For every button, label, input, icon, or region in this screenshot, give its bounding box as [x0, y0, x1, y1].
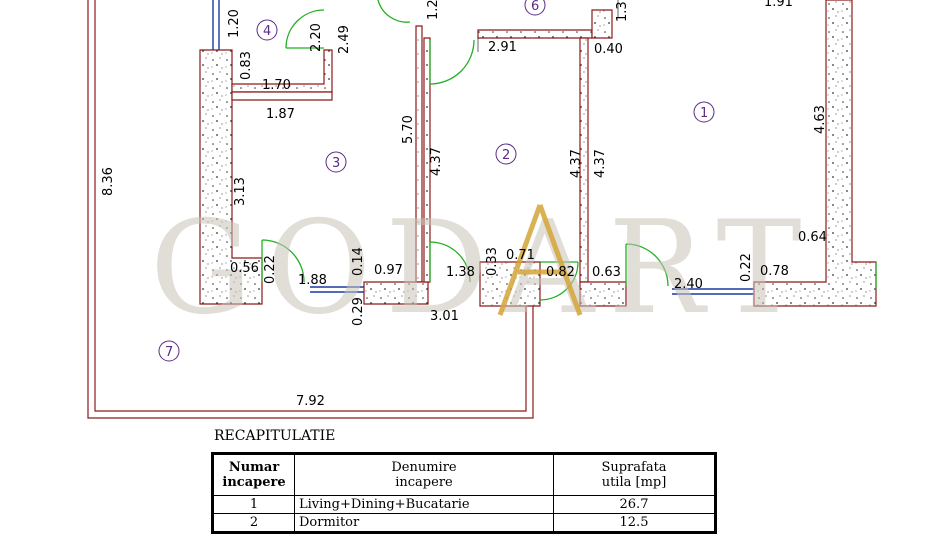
dim-1-91: 1.91 — [764, 0, 793, 10]
cell-room-area: 26.7 — [553, 495, 716, 514]
header-area-line2: utila [mp] — [601, 475, 667, 490]
recap-table: Numar incapere Denumire incapere Suprafa… — [211, 452, 717, 534]
dim-2-91: 2.91 — [488, 40, 517, 55]
header-nr-line1: Numar — [228, 460, 280, 475]
dim-0-64: 0.64 — [798, 230, 827, 245]
door-room7-left — [261, 239, 305, 283]
dim-0-22-b: 0.22 — [739, 253, 754, 282]
dim-3-13: 3.13 — [233, 177, 248, 206]
dim-4-37-a: 4.37 — [429, 147, 444, 176]
dim-0-14: 0.14 — [351, 247, 366, 276]
dim-0-97: 0.97 — [374, 263, 403, 278]
header-room-name: Denumire incapere — [294, 453, 554, 496]
dim-4-37-b: 4.37 — [569, 149, 584, 178]
door-room4 — [285, 9, 325, 49]
room-marker-1: 1 — [693, 101, 715, 123]
header-room-number: Numar incapere — [212, 453, 295, 496]
wall-room4-top — [231, 91, 333, 101]
dim-0-29: 0.29 — [351, 297, 366, 326]
dim-2-49: 2.49 — [337, 25, 352, 54]
dim-4-37-c: 4.37 — [593, 149, 608, 178]
room-marker-2: 2 — [495, 143, 517, 165]
watermark-text: GODART — [150, 194, 816, 343]
dim-0-33: 0.33 — [485, 247, 500, 276]
room-number-2: 2 — [502, 148, 510, 163]
dimension-guides — [477, 0, 619, 52]
dim-0-82: 0.82 — [546, 265, 575, 280]
cell-room-name: Dormitor — [294, 513, 554, 533]
dim-1-20: 1.20 — [227, 9, 242, 38]
windows — [212, 0, 754, 295]
room-number-7: 7 — [165, 345, 173, 360]
header-name-line1: Denumire — [391, 460, 457, 475]
dim-0-22-a: 0.22 — [263, 255, 278, 284]
room-markers: 1 2 3 4 6 7 — [158, 0, 715, 362]
room-number-3: 3 — [332, 156, 340, 171]
room-number-1: 1 — [700, 106, 708, 121]
wall-top-2 — [477, 29, 593, 39]
room-marker-4: 4 — [256, 19, 278, 41]
dim-1-87: 1.87 — [266, 107, 295, 122]
dim-1-70: 1.70 — [262, 78, 291, 93]
dim-1-3: 1.3 — [615, 1, 630, 22]
door-top-left — [377, 0, 411, 23]
header-area-line1: Suprafata — [601, 460, 667, 475]
table-row: 2 Dormitor 12.5 — [212, 513, 716, 533]
dim-0-56: 0.56 — [230, 261, 259, 276]
room-number-4: 4 — [263, 24, 271, 39]
dim-8-36: 8.36 — [101, 167, 116, 196]
header-name-line2: incapere — [395, 475, 453, 490]
door-room1 — [625, 243, 669, 287]
dim-2-40: 2.40 — [674, 277, 703, 292]
dim-0-63: 0.63 — [592, 265, 621, 280]
table-row: 1 Living+Dining+Bucatarie 26.7 — [212, 495, 716, 514]
header-area: Suprafata utila [mp] — [553, 453, 716, 496]
watermark-logo-a — [497, 204, 583, 316]
header-nr-line2: incapere — [222, 475, 286, 490]
dim-1-88: 1.88 — [298, 273, 327, 288]
wall-right — [753, 0, 877, 307]
wall-bottom-mid — [579, 281, 627, 307]
dim-1-2: 1.2 — [426, 0, 441, 20]
dim-0-83: 0.83 — [239, 51, 254, 80]
dim-5-70: 5.70 — [401, 115, 416, 144]
wall-top-right — [591, 9, 613, 39]
dim-3-01: 3.01 — [430, 309, 459, 324]
dimension-labels: 1.20 2.20 2.49 0.83 1.70 1.87 1.2 1.3 1.… — [101, 0, 828, 409]
door-room3 — [429, 39, 475, 85]
room-marker-3: 3 — [325, 151, 347, 173]
outer-boundary — [87, 0, 534, 419]
room-number-6: 6 — [531, 0, 539, 14]
room-marker-7: 7 — [158, 340, 180, 362]
dim-2-20: 2.20 — [309, 23, 324, 52]
room-marker-6: 6 — [524, 0, 546, 16]
cell-room-number: 2 — [212, 513, 295, 533]
dim-7-92: 7.92 — [296, 394, 325, 409]
cell-room-number: 1 — [212, 495, 295, 514]
wall-bottom-left — [363, 281, 429, 305]
dim-0-40: 0.40 — [594, 42, 623, 57]
dim-1-38: 1.38 — [446, 265, 475, 280]
watermark: GODART — [150, 194, 816, 343]
cell-room-area: 12.5 — [553, 513, 716, 533]
dim-0-78: 0.78 — [760, 264, 789, 279]
door-room2 — [429, 241, 471, 283]
recap-header-row: Numar incapere Denumire incapere Suprafa… — [212, 453, 716, 496]
cell-room-name: Living+Dining+Bucatarie — [294, 495, 554, 514]
recap-title: RECAPITULATIE — [214, 428, 336, 444]
dim-0-71: 0.71 — [506, 248, 535, 263]
dim-4-63: 4.63 — [813, 105, 828, 134]
